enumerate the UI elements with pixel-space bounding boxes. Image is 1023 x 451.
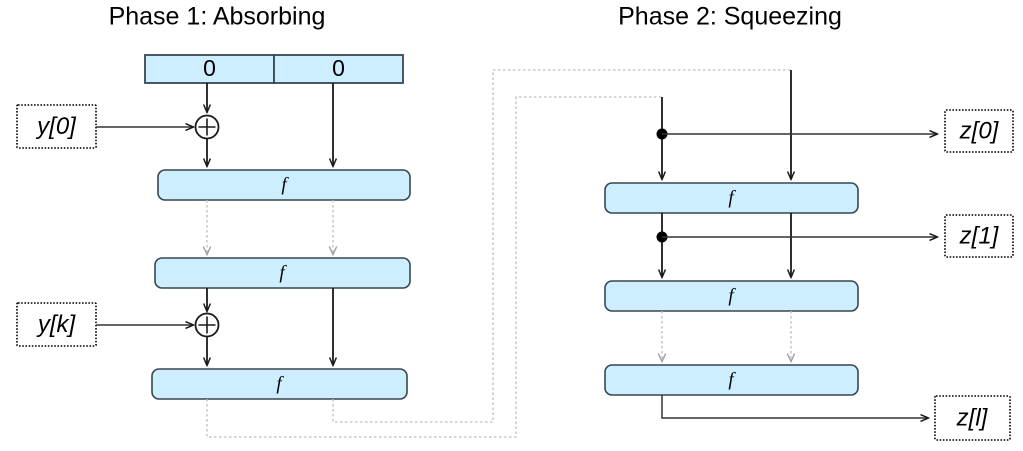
phase1-initial-state: 0 0 — [144, 54, 404, 84]
phase2-permutation-1: f — [604, 182, 859, 214]
phase1-permutation-2: f — [154, 257, 411, 289]
phase1-permutation-3-box — [151, 368, 408, 400]
phase1-permutation-1-label: f — [281, 174, 289, 195]
input-yk-box[interactable] — [16, 302, 97, 347]
phase2-permutation-1-label: f — [728, 187, 736, 208]
phase1-permutation-1-box — [157, 169, 411, 201]
xor-gate-2 — [194, 312, 220, 338]
xor-gate-1 — [194, 114, 220, 140]
output-z0-label: z[0] — [959, 117, 1000, 144]
input-yk[interactable]: y[k] — [16, 302, 97, 347]
phase1-permutation-2-box — [154, 257, 411, 289]
phase2-title: Phase 2: Squeezing — [618, 3, 842, 31]
input-y0[interactable]: y[0] — [16, 104, 97, 149]
state-rate-cell — [144, 54, 275, 84]
phase2-permutation-3-label: f — [728, 369, 736, 390]
phase1-permutation-1: f — [157, 169, 411, 201]
output-z0[interactable]: z[0] — [944, 109, 1014, 153]
output-zl[interactable]: z[l] — [934, 395, 1011, 441]
phase2-output-zl-wire — [661, 395, 928, 418]
output-zl-label: z[l] — [956, 404, 989, 431]
output-z0-box[interactable] — [944, 109, 1014, 153]
state-capacity-value: 0 — [332, 55, 345, 81]
state-rate-value: 0 — [203, 55, 216, 81]
input-y0-box[interactable] — [16, 104, 97, 149]
output-z1-label: z[1] — [959, 222, 1000, 249]
output-z1[interactable]: z[1] — [944, 214, 1014, 258]
phase1-permutation-2-label: f — [279, 262, 287, 283]
input-yk-label: y[k] — [36, 311, 77, 338]
feedback-rate-path — [206, 96, 662, 438]
state-capacity-cell — [273, 54, 404, 84]
phase2-permutation-2: f — [604, 280, 859, 312]
phase1-permutation-3-label: f — [276, 373, 284, 394]
output-zl-box[interactable] — [934, 395, 1011, 441]
phase2-permutation-2-label: f — [728, 285, 736, 306]
output-z1-box[interactable] — [944, 214, 1014, 258]
phase2-permutation-1-box — [604, 182, 859, 214]
input-y0-label: y[0] — [35, 113, 77, 140]
phase1-title: Phase 1: Absorbing — [109, 3, 326, 31]
phase2-permutation-3: f — [604, 364, 859, 396]
phase1-permutation-3: f — [151, 368, 408, 400]
phase2-permutation-3-box — [604, 364, 859, 396]
phase2-permutation-2-box — [604, 280, 859, 312]
feedback-capacity-path — [332, 69, 791, 423]
